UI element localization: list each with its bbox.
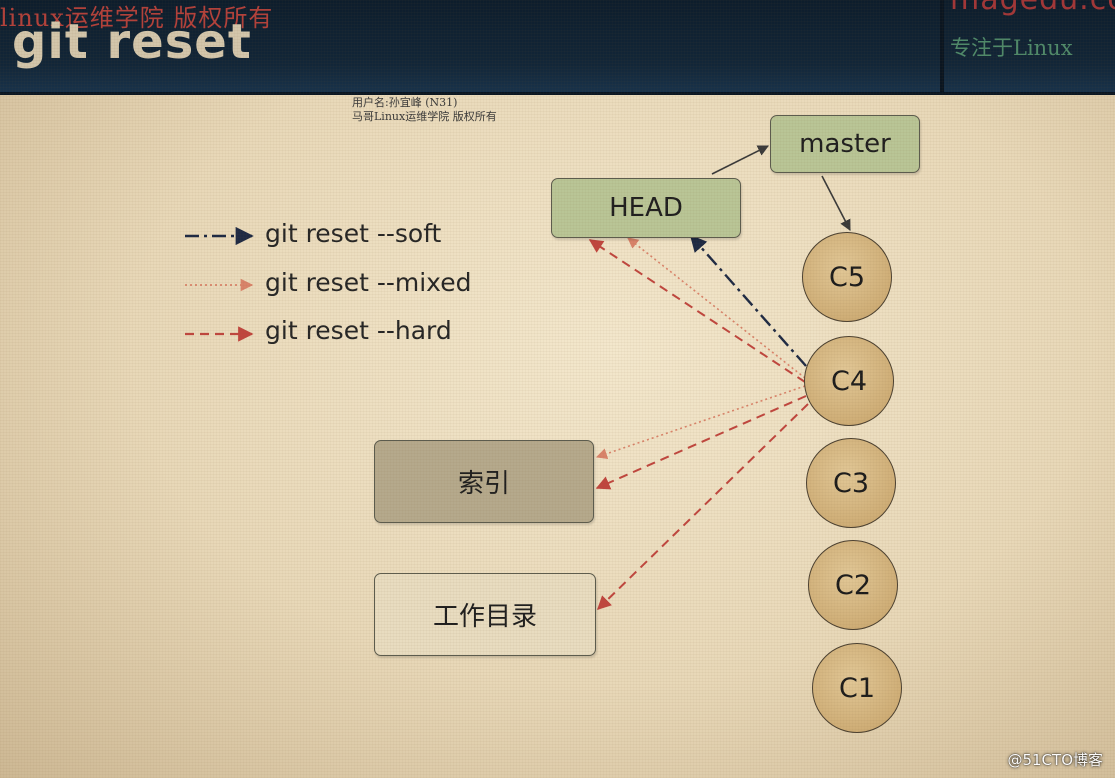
commit-c2-label: C2 — [834, 569, 872, 601]
head-ref-label: HEAD — [609, 193, 683, 223]
workdir-box: 工作目录 — [374, 573, 596, 656]
commit-c3-label: C3 — [832, 467, 870, 499]
commit-c4-label: C4 — [830, 365, 868, 397]
master-ref-box: master — [770, 115, 920, 173]
commit-c3: C3 — [806, 438, 896, 528]
master-ref-label: master — [799, 129, 891, 159]
arrow-mixed-c4-to-head — [627, 237, 806, 379]
legend-mixed-label: git reset --mixed — [265, 268, 472, 297]
arrow-hard-c4-to-index — [595, 395, 807, 490]
arrow-hard-c4-to-workdir — [596, 403, 809, 610]
watermark-top-right: magedu.co — [950, 0, 1115, 17]
commit-c5-label: C5 — [828, 261, 866, 293]
arrow-head-to-master — [711, 145, 770, 175]
index-box: 索引 — [374, 440, 594, 523]
commit-c4: C4 — [804, 336, 894, 426]
commit-c5: C5 — [802, 232, 892, 322]
legend-hard-label: git reset --hard — [265, 316, 452, 345]
arrow-soft-c4-to-head — [689, 234, 807, 367]
index-label: 索引 — [457, 469, 510, 499]
watermark-center: 用户名:孙宜峰 (N31) 马哥Linux运维学院 版权所有 — [352, 96, 497, 124]
watermark-center-line1: 用户名:孙宜峰 (N31) — [352, 96, 458, 109]
commit-c2: C2 — [808, 540, 898, 630]
head-ref-box: HEAD — [551, 178, 741, 238]
legend-soft-label: git reset --soft — [265, 219, 442, 248]
arrow-hard-c4-to-head — [588, 239, 806, 383]
watermark-top-left: linux运维学院 版权所有 — [0, 4, 274, 32]
watermark-top-right-sub: 专注于Linux — [950, 36, 1073, 60]
page-title: git reset — [12, 14, 252, 70]
commit-c1-label: C1 — [838, 672, 876, 704]
commit-c1: C1 — [812, 643, 902, 733]
arrow-master-to-c5 — [821, 175, 851, 231]
site-credit-watermark: @51CTO博客 — [1007, 751, 1103, 769]
workdir-label: 工作目录 — [432, 602, 537, 632]
title-bar-divider — [940, 0, 944, 92]
title-bar: linux运维学院 版权所有 magedu.co 专注于Linux git re… — [0, 0, 1115, 95]
arrow-mixed-c4-to-index — [595, 385, 806, 460]
watermark-center-line2: 马哥Linux运维学院 版权所有 — [352, 110, 497, 123]
